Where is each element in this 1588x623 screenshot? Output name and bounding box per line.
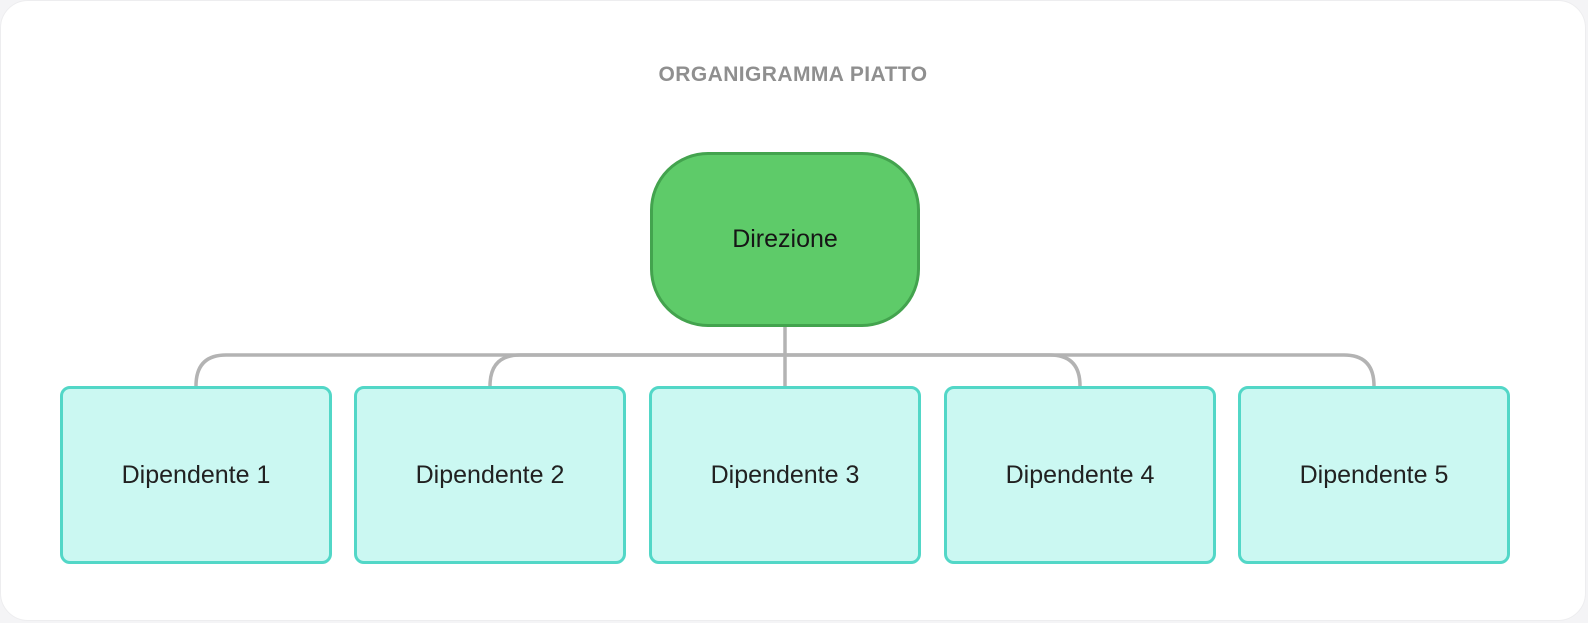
connector-root-to-child-1 xyxy=(194,353,785,388)
connector-root-to-child-5 xyxy=(785,353,1376,388)
org-node-label: Dipendente 2 xyxy=(415,460,565,489)
connector-root-to-child-4 xyxy=(785,353,1082,388)
org-node-dipendente-1[interactable]: Dipendente 1 xyxy=(60,386,332,564)
org-node-label: Dipendente 5 xyxy=(1299,460,1449,489)
diagram-title: ORGANIGRAMMA PIATTO xyxy=(658,63,928,86)
org-node-label: Dipendente 1 xyxy=(121,460,271,489)
org-node-dipendente-2[interactable]: Dipendente 2 xyxy=(354,386,626,564)
connector-root-to-child-2 xyxy=(488,353,785,388)
org-node-dipendente-3[interactable]: Dipendente 3 xyxy=(649,386,921,564)
org-node-label: Dipendente 3 xyxy=(710,460,860,489)
org-node-direzione[interactable]: Direzione xyxy=(650,152,920,327)
org-node-label: Direzione xyxy=(732,225,838,253)
org-node-label: Dipendente 4 xyxy=(1005,460,1155,489)
org-node-dipendente-4[interactable]: Dipendente 4 xyxy=(944,386,1216,564)
org-node-dipendente-5[interactable]: Dipendente 5 xyxy=(1238,386,1510,564)
